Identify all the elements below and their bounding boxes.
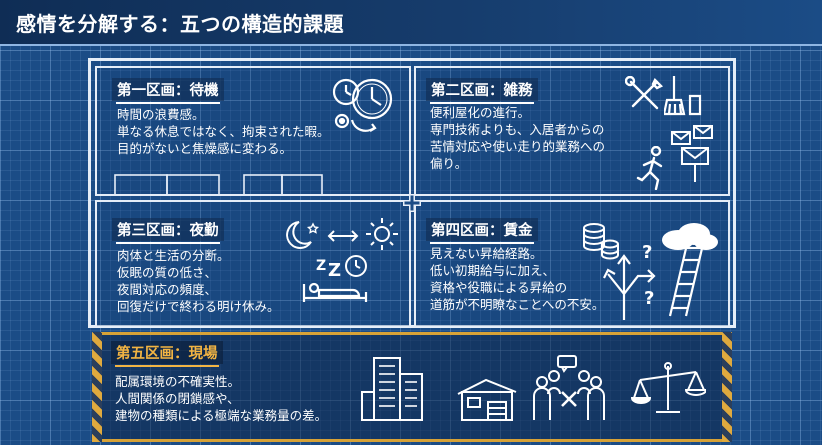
branching-path-icon: ? ? [596, 244, 666, 322]
svg-text:Z: Z [328, 260, 341, 281]
ladder-icon [666, 238, 708, 318]
clock-icon [330, 75, 402, 137]
room-2-text: 便利屋化の進行。 専門技術よりも、入居者からの 苦情対応や使い走り的業務への 偏… [430, 105, 606, 171]
sleeping-person-icon: Z Z [300, 256, 372, 304]
room-1-label: 第一区画：待機 [112, 78, 224, 104]
window-row [114, 174, 324, 200]
room-5-text: 配属環境の不確実性。 人間関係の閉鎖感や、 建物の種類による極端な業務量の差。 [115, 374, 328, 423]
clock-icon [344, 254, 368, 278]
floor-plan-frame [88, 58, 736, 328]
house-icon [456, 378, 518, 422]
page-title: 感情を分解する：五つの構造的課題 [16, 12, 344, 36]
coin-stack-icon [580, 222, 620, 260]
room-3-label: 第三区画：夜勤 [112, 218, 224, 244]
svg-text:Z: Z [316, 258, 326, 274]
mailbox-icon [668, 122, 718, 184]
plus-icon [402, 193, 422, 213]
room-4-label: 第四区画：賃金 [426, 218, 538, 244]
people-conflict-icon [530, 354, 610, 422]
svg-text:?: ? [644, 288, 654, 309]
cloud-icon [656, 222, 720, 252]
room-5-label: 第五区画：現場 [111, 341, 223, 367]
hazard-stripe-left [92, 332, 102, 442]
room-3-text: 肉体と生活の分断。 仮眠の質の低さ、 夜間対応の頻度、 回復だけで終わる明け休み… [117, 248, 280, 314]
moon-icon [283, 218, 323, 252]
header-bar: 感情を分解する：五つの構造的課題 [0, 0, 822, 46]
svg-text:?: ? [642, 244, 652, 263]
day-night-arrow-icon [326, 228, 360, 244]
room-5: 第五区画：現場 配属環境の不確実性。 人間関係の閉鎖感や、 建物の種類による極端… [92, 332, 732, 442]
broom-icon [664, 74, 704, 118]
building-icon [360, 352, 440, 422]
tools-icon [625, 76, 665, 116]
hazard-stripe-right [722, 332, 732, 442]
room-4-text: 見えない昇給経路。 低い初期給与に加え、 資格や役職による昇給の 道筋が不明瞭な… [430, 246, 605, 312]
running-person-icon [636, 146, 668, 190]
room-2-label: 第二区画：雑務 [426, 78, 538, 104]
scale-icon [630, 360, 706, 416]
room-1-text: 時間の浪費感。 単なる休息ではなく、拘束された暇。 目的がないと焦燥感に変わる。 [117, 107, 330, 156]
sun-icon [364, 216, 400, 252]
